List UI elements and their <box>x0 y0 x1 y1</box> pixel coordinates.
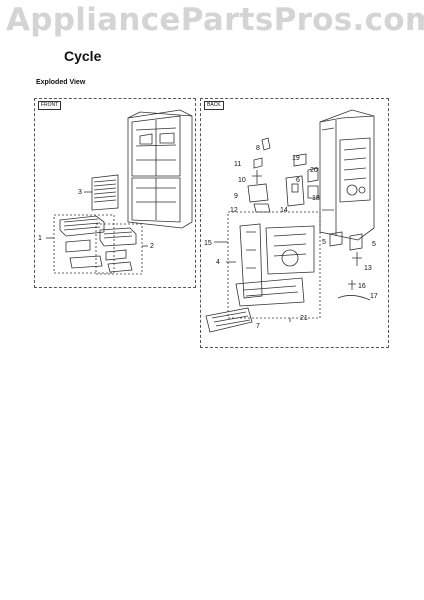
callout-9: 9 <box>234 193 238 200</box>
back-panel: BACK <box>200 98 389 348</box>
front-part-3 <box>91 174 119 211</box>
front-part-1-group <box>53 214 115 274</box>
callout-12: 12 <box>230 207 238 214</box>
back-panel-tag: BACK <box>204 101 224 110</box>
callout-19: 19 <box>292 155 300 162</box>
callout-11: 11 <box>234 161 241 168</box>
callout-7: 7 <box>256 323 260 330</box>
callout-18: 18 <box>312 195 320 202</box>
watermark: AppliancePartsPros.com <box>6 2 424 38</box>
front-panel-tag: FRONT <box>38 101 62 110</box>
callout-2: 2 <box>150 243 154 250</box>
front-fridge-body <box>127 109 193 229</box>
front-part-2-group <box>95 223 143 275</box>
callout-5-left: 5 <box>322 239 326 246</box>
page-title: Cycle <box>64 48 102 64</box>
back-center-assembly <box>235 223 315 307</box>
callout-4: 4 <box>216 259 220 266</box>
front-part-1 <box>59 215 105 269</box>
callout-3: 3 <box>78 189 82 196</box>
callout-20: 20 <box>310 167 318 174</box>
callout-15: 15 <box>204 240 212 247</box>
back-upper-parts <box>247 137 319 213</box>
callout-8: 8 <box>256 145 260 152</box>
callout-1: 1 <box>38 235 42 242</box>
callout-14: 14 <box>280 207 288 214</box>
callout-13: 13 <box>364 265 372 272</box>
back-part-7 <box>205 307 253 333</box>
back-fridge-body <box>319 109 375 241</box>
callout-21: 21 <box>300 315 308 322</box>
front-part-2 <box>99 227 137 273</box>
callout-17: 17 <box>370 293 378 300</box>
callout-10: 10 <box>238 177 246 184</box>
front-panel: FRONT <box>34 98 196 288</box>
section-subtitle: Exploded View <box>36 79 86 86</box>
callout-6: 6 <box>296 177 300 184</box>
back-right-parts <box>329 231 371 301</box>
callout-5-right: 5 <box>372 241 376 248</box>
back-center-group <box>227 211 321 319</box>
callout-16: 16 <box>358 283 366 290</box>
